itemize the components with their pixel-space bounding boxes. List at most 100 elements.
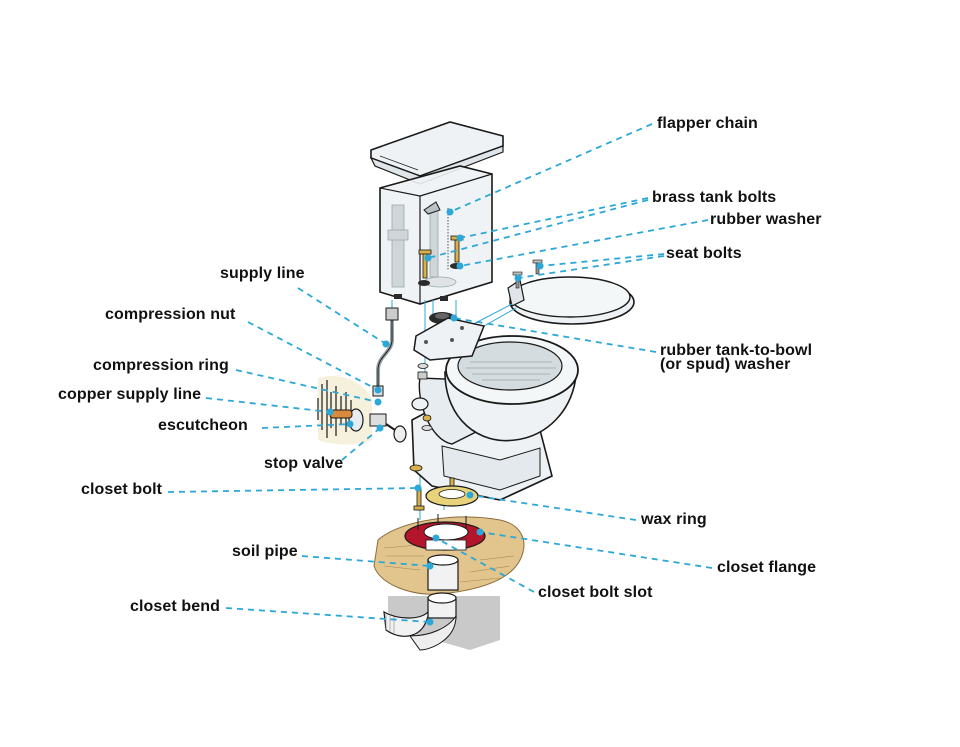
leader-wax-ring: [469, 494, 637, 521]
illustration-shape: [532, 259, 543, 264]
illustration-shape: [514, 274, 522, 282]
leader-copper-supply-line: [205, 397, 331, 413]
illustration-shape: [432, 534, 440, 542]
illustration-shape: [476, 528, 484, 536]
illustration-shape: [418, 249, 432, 255]
concrete-slab: [388, 596, 500, 650]
illustration-shape: [457, 341, 563, 391]
illustration-shape: [425, 539, 467, 551]
illustration-shape: [379, 155, 419, 171]
illustration-shape: [385, 307, 399, 321]
illustration-shape: [421, 425, 433, 431]
toilet-bowl: [411, 317, 579, 501]
leader-stop-valve: [341, 427, 381, 461]
illustration-shape: [424, 340, 428, 344]
leader-compression-ring: [235, 369, 379, 403]
illustration-shape: [369, 413, 387, 427]
illustration-shape: [387, 229, 409, 241]
illustration-shape: [466, 361, 556, 381]
illustration-shape: [441, 445, 541, 491]
closet-bend: [383, 592, 457, 651]
soil-pipe: [427, 554, 459, 591]
label-closet-bend: closet bend: [130, 598, 221, 615]
label-soil-pipe: soil pipe: [232, 543, 298, 560]
illustration-shape: [536, 262, 544, 270]
leader-seat-bolts-b: [517, 255, 665, 279]
leader-brass-tank-bolts-b: [427, 199, 649, 259]
illustration-shape: [393, 425, 407, 443]
label-flapper-chain: flapper chain: [657, 115, 758, 132]
leader-lines: [167, 123, 713, 623]
leader-rubber-washer: [459, 219, 709, 267]
illustration-shape: [450, 314, 458, 322]
illustration-shape: [429, 204, 439, 278]
leader-closet-bolt-slot: [435, 537, 535, 593]
label-compression-ring: compression ring: [93, 357, 229, 374]
illustration-shape: [418, 280, 430, 286]
illustration-shape: [391, 204, 405, 288]
label-brass-tank-bolts: brass tank bolts: [652, 189, 777, 206]
illustration-shape: [383, 610, 429, 637]
leader-closet-bolt: [167, 487, 419, 493]
illustration-shape: [409, 614, 457, 651]
illustration-shape: [466, 491, 474, 499]
label-closet-bolt-slot: closet bolt slot: [538, 584, 653, 601]
label-compression-nut: compression nut: [105, 306, 236, 323]
illustration-shape: [394, 294, 402, 299]
leader-spud-washer: [453, 317, 657, 353]
illustration-shape: [374, 386, 382, 394]
illustration-shape: [369, 145, 504, 185]
illustration-shape: [419, 173, 493, 197]
leader-flapper-chain: [449, 123, 653, 213]
illustration-shape: [427, 592, 457, 604]
illustration-shape: [426, 562, 434, 570]
illustration-shape: [417, 371, 428, 380]
illustration-shape: [346, 420, 354, 428]
label-wax-ring: wax ring: [641, 511, 707, 528]
tank-bolt-nuts: [417, 363, 433, 431]
illustration-shape: [379, 187, 421, 304]
illustration-shape: [438, 489, 466, 499]
illustration-shape: [435, 313, 449, 319]
illustration-shape: [413, 505, 425, 511]
illustration-shape: [388, 596, 500, 650]
label-spud-washer: rubber tank-to-bowl (or spud) washer: [660, 343, 812, 373]
illustration-shape: [417, 514, 467, 530]
illustration-shape: [440, 296, 448, 301]
illustration-shape: [446, 208, 454, 216]
label-stop-valve: stop valve: [264, 455, 344, 472]
label-escutcheon: escutcheon: [158, 417, 248, 434]
illustration-shape: [383, 565, 421, 571]
illustration-shape: [423, 201, 441, 215]
illustration-shape: [326, 408, 334, 416]
illustration-shape: [426, 618, 434, 626]
illustration-shape: [456, 234, 464, 242]
leader-closet-bend: [225, 607, 431, 623]
label-closet-flange: closet flange: [717, 559, 817, 576]
illustration-shape: [460, 326, 464, 330]
illustration-shape: [411, 397, 429, 411]
illustration-shape: [479, 555, 515, 561]
illustration-shape: [382, 340, 390, 348]
leader-supply-line: [297, 287, 387, 345]
label-closet-bolt: closet bolt: [81, 481, 163, 498]
illustration-shape: [413, 317, 486, 361]
illustration-shape: [424, 254, 432, 262]
illustration-shape: [456, 262, 464, 270]
illustration-shape: [509, 276, 631, 318]
label-rubber-washer: rubber washer: [710, 211, 822, 228]
illustration-shape: [377, 318, 393, 392]
label-seat-bolts: seat bolts: [666, 245, 742, 262]
illustration-shape: [469, 565, 511, 573]
illustration-shape: [423, 523, 469, 541]
tank-lid: [369, 121, 504, 185]
leader-escutcheon: [261, 423, 351, 429]
illustration-shape: [427, 554, 459, 566]
label-supply-line: supply line: [220, 265, 305, 282]
leader-seat-bolts-a: [539, 253, 665, 267]
illustration-shape: [422, 414, 432, 422]
illustration-shape: [376, 424, 384, 432]
leader-compression-nut: [247, 321, 379, 391]
